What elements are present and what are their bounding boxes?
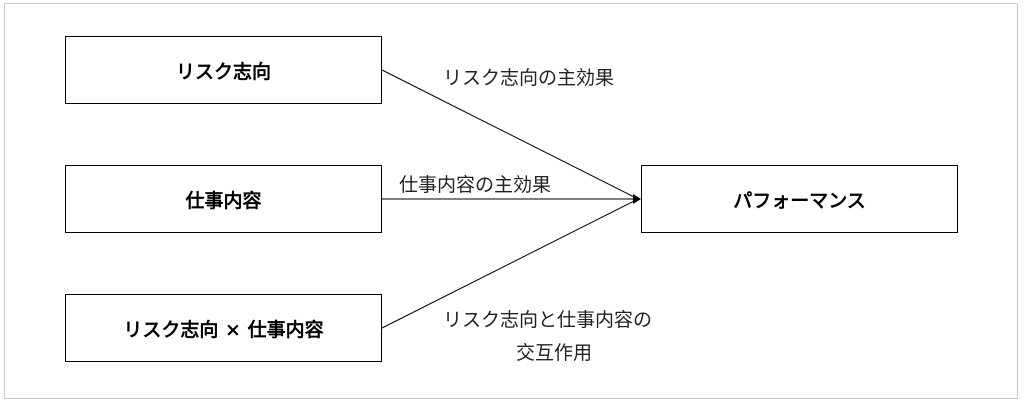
arrow-interaction-to-performance xyxy=(381,198,639,329)
edge-label-interaction-line1: リスク志向と仕事内容の xyxy=(443,309,653,331)
arrow-risk-to-performance xyxy=(381,69,639,200)
node-interaction-label: リスク志向 × 仕事内容 xyxy=(123,318,324,341)
diagram-frame xyxy=(4,3,1018,399)
edge-label-risk-main-effect: リスク志向の主効果 xyxy=(443,67,615,89)
node-interaction: リスク志向 × 仕事内容 xyxy=(65,294,382,362)
arrowhead-icon xyxy=(633,194,641,204)
node-job-content: 仕事内容 xyxy=(65,165,382,233)
edge-label-job-main-effect: 仕事内容の主効果 xyxy=(399,174,552,196)
node-performance: パフォーマンス xyxy=(641,165,958,233)
edge-label-interaction-line2: 交互作用 xyxy=(516,342,593,364)
node-performance-label: パフォーマンス xyxy=(733,189,866,212)
node-risk-orientation: リスク志向 xyxy=(65,36,382,104)
node-risk-orientation-label: リスク志向 xyxy=(175,60,271,83)
node-job-content-label: 仕事内容 xyxy=(185,189,262,212)
